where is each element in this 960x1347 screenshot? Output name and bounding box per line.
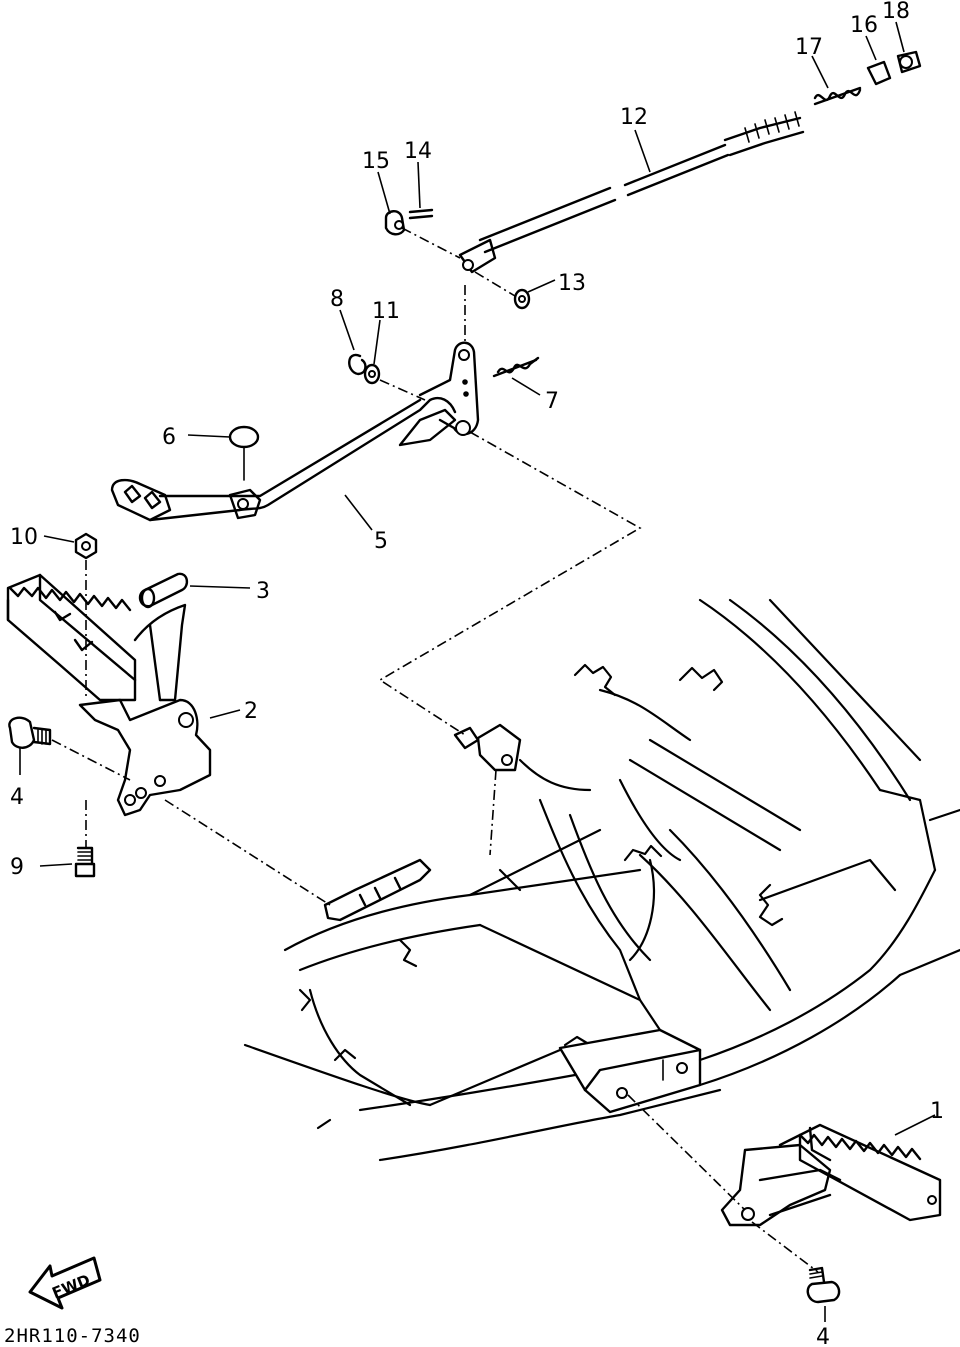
return-spring-7 — [492, 356, 540, 378]
assembly-leaders — [51, 227, 819, 1273]
washer-13 — [513, 288, 531, 310]
callout-11: 11 — [372, 299, 400, 324]
adjusting-nut — [896, 50, 922, 74]
drawing-code: 2HR110-7340 — [4, 1325, 141, 1347]
callout-15: 15 — [362, 149, 390, 174]
washer-11 — [363, 363, 381, 385]
callout-13: 13 — [558, 271, 586, 296]
callout-7: 7 — [545, 389, 559, 414]
frame-pedal-boss — [323, 723, 522, 922]
return-spring-17 — [813, 86, 862, 106]
callout-8: 8 — [330, 287, 344, 312]
callout-3: 3 — [256, 579, 270, 604]
callout-2: 2 — [244, 699, 258, 724]
callout-1: 1 — [930, 1099, 944, 1124]
callout-9: 9 — [10, 855, 24, 880]
callout-6: 6 — [162, 425, 176, 450]
callout-10: 10 — [10, 525, 38, 550]
pedal-cap — [228, 425, 260, 481]
brake-rod — [458, 111, 805, 274]
callout-labels: 1 2 3 4 4 5 6 7 8 9 10 11 12 13 14 15 16… — [10, 0, 944, 1347]
callout-14: 14 — [404, 139, 432, 164]
callout-12: 12 — [620, 105, 648, 130]
flange-bolt-left — [8, 716, 52, 749]
hex-nut — [74, 532, 98, 560]
footrest-right — [720, 1123, 942, 1227]
callout-lines — [19, 21, 936, 1322]
fwd-direction-arrow: FWD — [28, 1256, 102, 1310]
cotter-pin — [408, 208, 434, 220]
callout-18: 18 — [882, 0, 910, 24]
rod-joint — [866, 60, 892, 86]
callout-17: 17 — [795, 35, 823, 60]
footrest-left — [6, 573, 212, 817]
callout-16: 16 — [850, 13, 878, 38]
frame-assembly — [243, 598, 960, 1162]
brake-pedal — [110, 341, 480, 522]
bolt-9 — [74, 846, 96, 878]
circlip — [348, 353, 367, 376]
pivot-shaft — [138, 572, 189, 609]
callout-4-lower: 4 — [816, 1325, 830, 1347]
flange-bolt-right — [806, 1266, 841, 1304]
callout-4-upper: 4 — [10, 785, 24, 810]
clevis-pin — [384, 210, 406, 236]
frame-footrest-mount — [558, 1028, 702, 1114]
callout-5: 5 — [374, 529, 388, 554]
